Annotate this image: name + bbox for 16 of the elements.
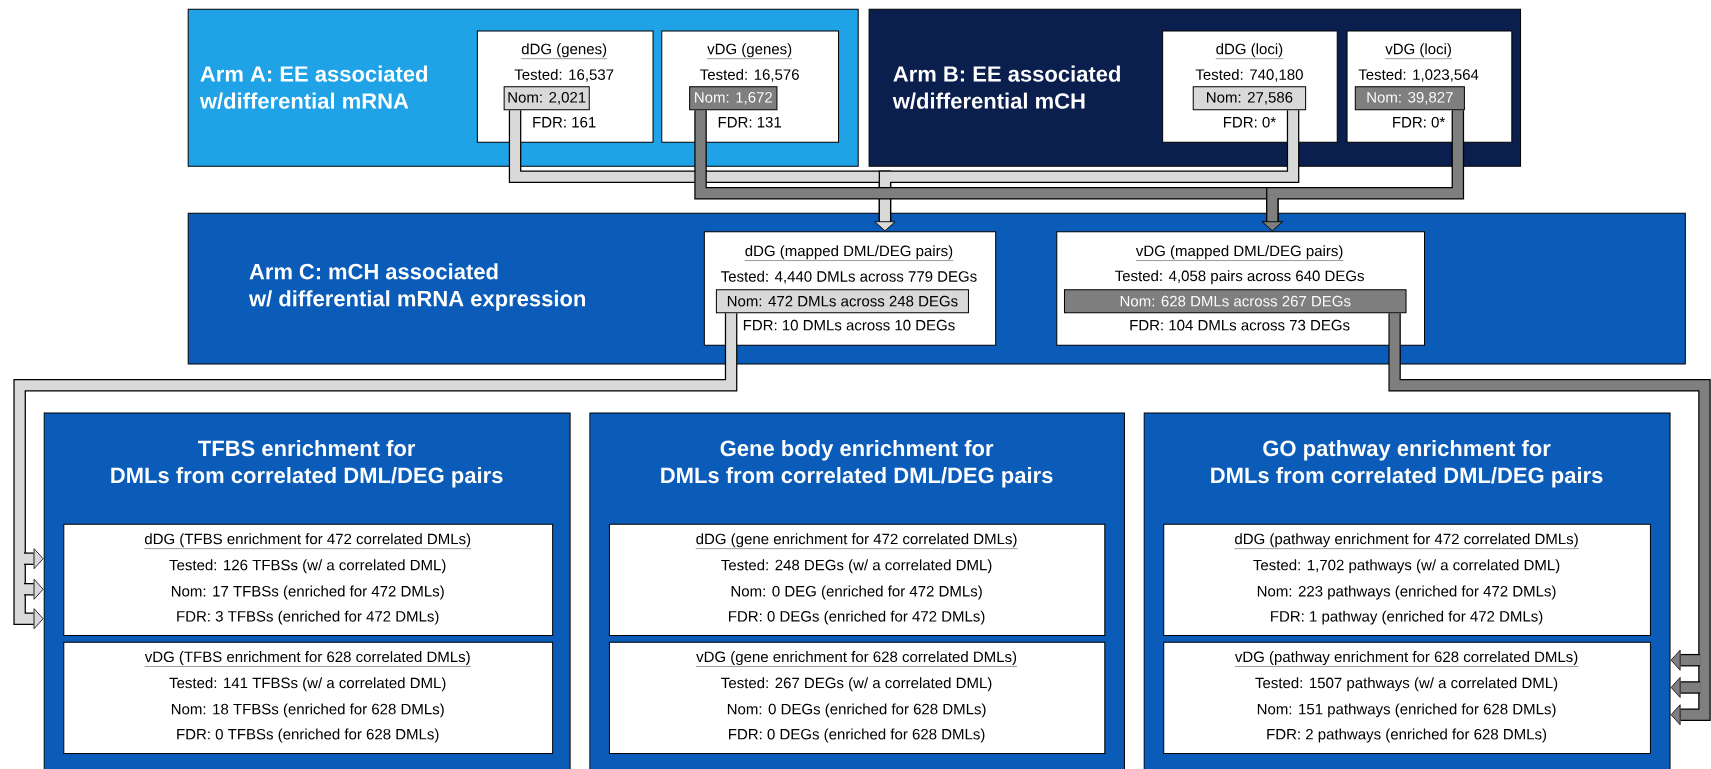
highlight-box: Nom: 472 DMLs across 248 DEGs (715, 289, 969, 314)
block-arrow (1261, 110, 1465, 232)
result-box: vDG (TFBS enrichment for 628 correlated DMLs) Tested: 141 TFBSs (w/ a correlated DML) Nom: 18 TFBSs (enriched for 628 DMLs) FDR: 0 TFBSs (enriched for 628 DMLs) (63, 641, 554, 754)
result-box: dDG (pathway enrichment for 472 correlated DMLs) Tested: 1,702 pathways (w/ a correlated DML) Nom: 223 pathways (enriched for 472 DMLs) FDR: 1 pathway (enriched for 472 DMLs) (1163, 523, 1651, 637)
block-arrow (874, 110, 1300, 232)
result-box: vDG (gene enrichment for 628 correlated DMLs) Tested: 267 DEGs (w/ a correlated DML) Nom: 0 DEGs (enriched for 628 DMLs) FDR: 0 DEGs (enriched for 628 DMLs) (608, 641, 1106, 754)
result-box: vDG (pathway enrichment for 628 correlated DMLs) Tested: 1507 pathways (w/ a correlated DML) Nom: 151 pathways (enriched for 628 DMLs) FDR: 2 pathways (enriched for 628 DMLs) (1163, 641, 1651, 754)
highlight-box: Nom: 628 DMLs across 267 DEGs (1063, 289, 1407, 314)
highlight-box: Nom: 2,021 (503, 86, 590, 111)
highlight-box: Nom: 1,672 (689, 86, 778, 111)
highlight-box: Nom: 27,586 (1192, 86, 1307, 111)
block-arrow (1388, 313, 1711, 726)
highlight-box: Nom: 39,827 (1354, 86, 1465, 111)
result-box: dDG (TFBS enrichment for 472 correlated DMLs) Tested: 126 TFBSs (w/ a correlated DML) Nom: 17 TFBSs (enriched for 472 DMLs) FDR: 3 TFBSs (enriched for 472 DMLs) (63, 523, 554, 637)
result-box: dDG (gene enrichment for 472 correlated DMLs) Tested: 248 DEGs (w/ a correlated DML) Nom: 0 DEG (enriched for 472 DMLs) FDR: 0 DEGs (enriched for 472 DMLs) (608, 523, 1106, 637)
block-arrow (13, 313, 738, 630)
